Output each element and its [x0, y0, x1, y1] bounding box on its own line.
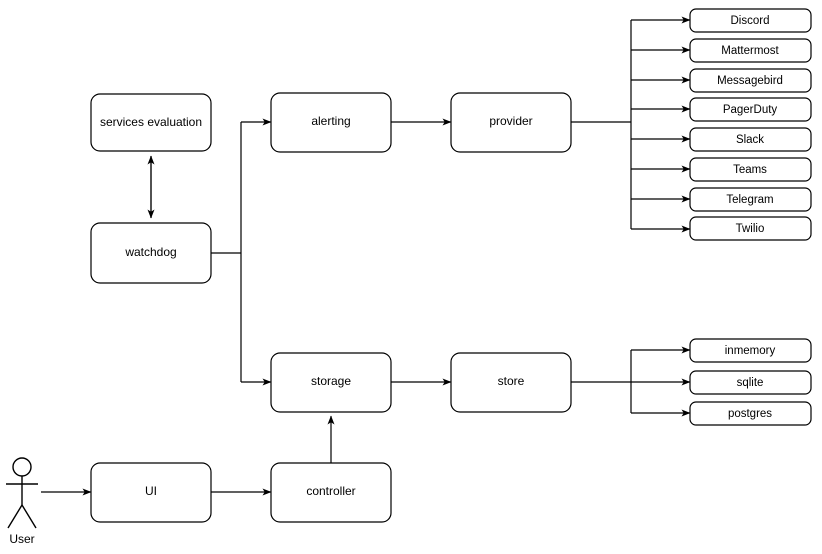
node-messagebird-box — [689, 68, 812, 93]
node-mattermost[interactable]: Mattermost — [689, 38, 812, 63]
node-messagebird[interactable]: Messagebird — [689, 68, 812, 93]
node-inmemory[interactable]: inmemory — [689, 338, 812, 363]
actor-label: User — [9, 532, 34, 546]
node-controller-label: controller — [306, 484, 355, 498]
node-slack[interactable]: Slack — [689, 127, 812, 152]
node-mattermost-box — [689, 38, 812, 63]
node-alerting-box — [270, 92, 392, 153]
node-pagerduty-label: PagerDuty — [723, 104, 778, 116]
actor-left-leg-icon — [7, 504, 23, 529]
node-postgres-box — [689, 401, 812, 426]
node-twilio-label: Twilio — [736, 223, 765, 235]
actor-head-icon — [12, 457, 32, 477]
node-pagerduty[interactable]: PagerDuty — [689, 97, 812, 122]
node-controller[interactable]: controller — [270, 462, 392, 523]
node-mattermost-label: Mattermost — [721, 45, 779, 57]
edge-store-fanout — [571, 346, 691, 417]
node-twilio[interactable]: Twilio — [689, 216, 812, 241]
node-ui[interactable]: UI — [90, 462, 212, 523]
node-watchdog-label: watchdog — [124, 245, 176, 259]
node-provider-label: provider — [489, 114, 532, 128]
node-storage-label: storage — [311, 374, 351, 388]
node-discord-label: Discord — [731, 15, 770, 27]
node-services-evaluation-label: services evaluation — [100, 115, 202, 129]
node-telegram[interactable]: Telegram — [689, 187, 812, 212]
node-services-evaluation-box — [90, 93, 212, 152]
node-twilio-box — [689, 216, 812, 241]
node-services-evaluation[interactable]: services evaluation — [90, 93, 212, 152]
actor-user[interactable]: User — [6, 457, 38, 546]
edge-watchdog-branch — [211, 122, 242, 382]
provider-targets-layer: Discord Mattermost Messagebird PagerDuty… — [689, 8, 812, 241]
node-inmemory-box — [689, 338, 812, 363]
node-storage[interactable]: storage — [270, 352, 392, 413]
node-storage-box — [270, 352, 392, 413]
node-sqlite-box — [689, 370, 812, 395]
node-slack-box — [689, 127, 812, 152]
node-inmemory-label: inmemory — [725, 345, 776, 357]
node-sqlite[interactable]: sqlite — [689, 370, 812, 395]
actor-right-leg-icon — [21, 504, 37, 529]
node-alerting-label: alerting — [311, 114, 350, 128]
edge-layer — [41, 16, 691, 496]
node-teams[interactable]: Teams — [689, 157, 812, 182]
node-slack-label: Slack — [736, 134, 764, 146]
node-telegram-box — [689, 187, 812, 212]
node-layer: services evaluation watchdog alerting pr… — [90, 92, 572, 523]
node-pagerduty-box — [689, 97, 812, 122]
node-discord[interactable]: Discord — [689, 8, 812, 33]
node-provider-box — [450, 92, 572, 153]
node-alerting[interactable]: alerting — [270, 92, 392, 153]
node-teams-label: Teams — [733, 164, 767, 176]
node-postgres-label: postgres — [728, 408, 772, 420]
node-sqlite-label: sqlite — [737, 377, 764, 389]
store-targets-layer: inmemory sqlite postgres — [689, 338, 812, 426]
node-ui-box — [90, 462, 212, 523]
node-discord-box — [689, 8, 812, 33]
node-messagebird-label: Messagebird — [717, 75, 783, 87]
node-teams-box — [689, 157, 812, 182]
node-postgres[interactable]: postgres — [689, 401, 812, 426]
node-watchdog-box — [90, 222, 212, 284]
node-controller-box — [270, 462, 392, 523]
node-telegram-label: Telegram — [726, 194, 773, 206]
node-watchdog[interactable]: watchdog — [90, 222, 212, 284]
node-store-label: store — [498, 374, 525, 388]
node-ui-label: UI — [145, 484, 157, 498]
edge-provider-fanout — [571, 16, 691, 233]
node-store[interactable]: store — [450, 352, 572, 413]
node-provider[interactable]: provider — [450, 92, 572, 153]
node-store-box — [450, 352, 572, 413]
